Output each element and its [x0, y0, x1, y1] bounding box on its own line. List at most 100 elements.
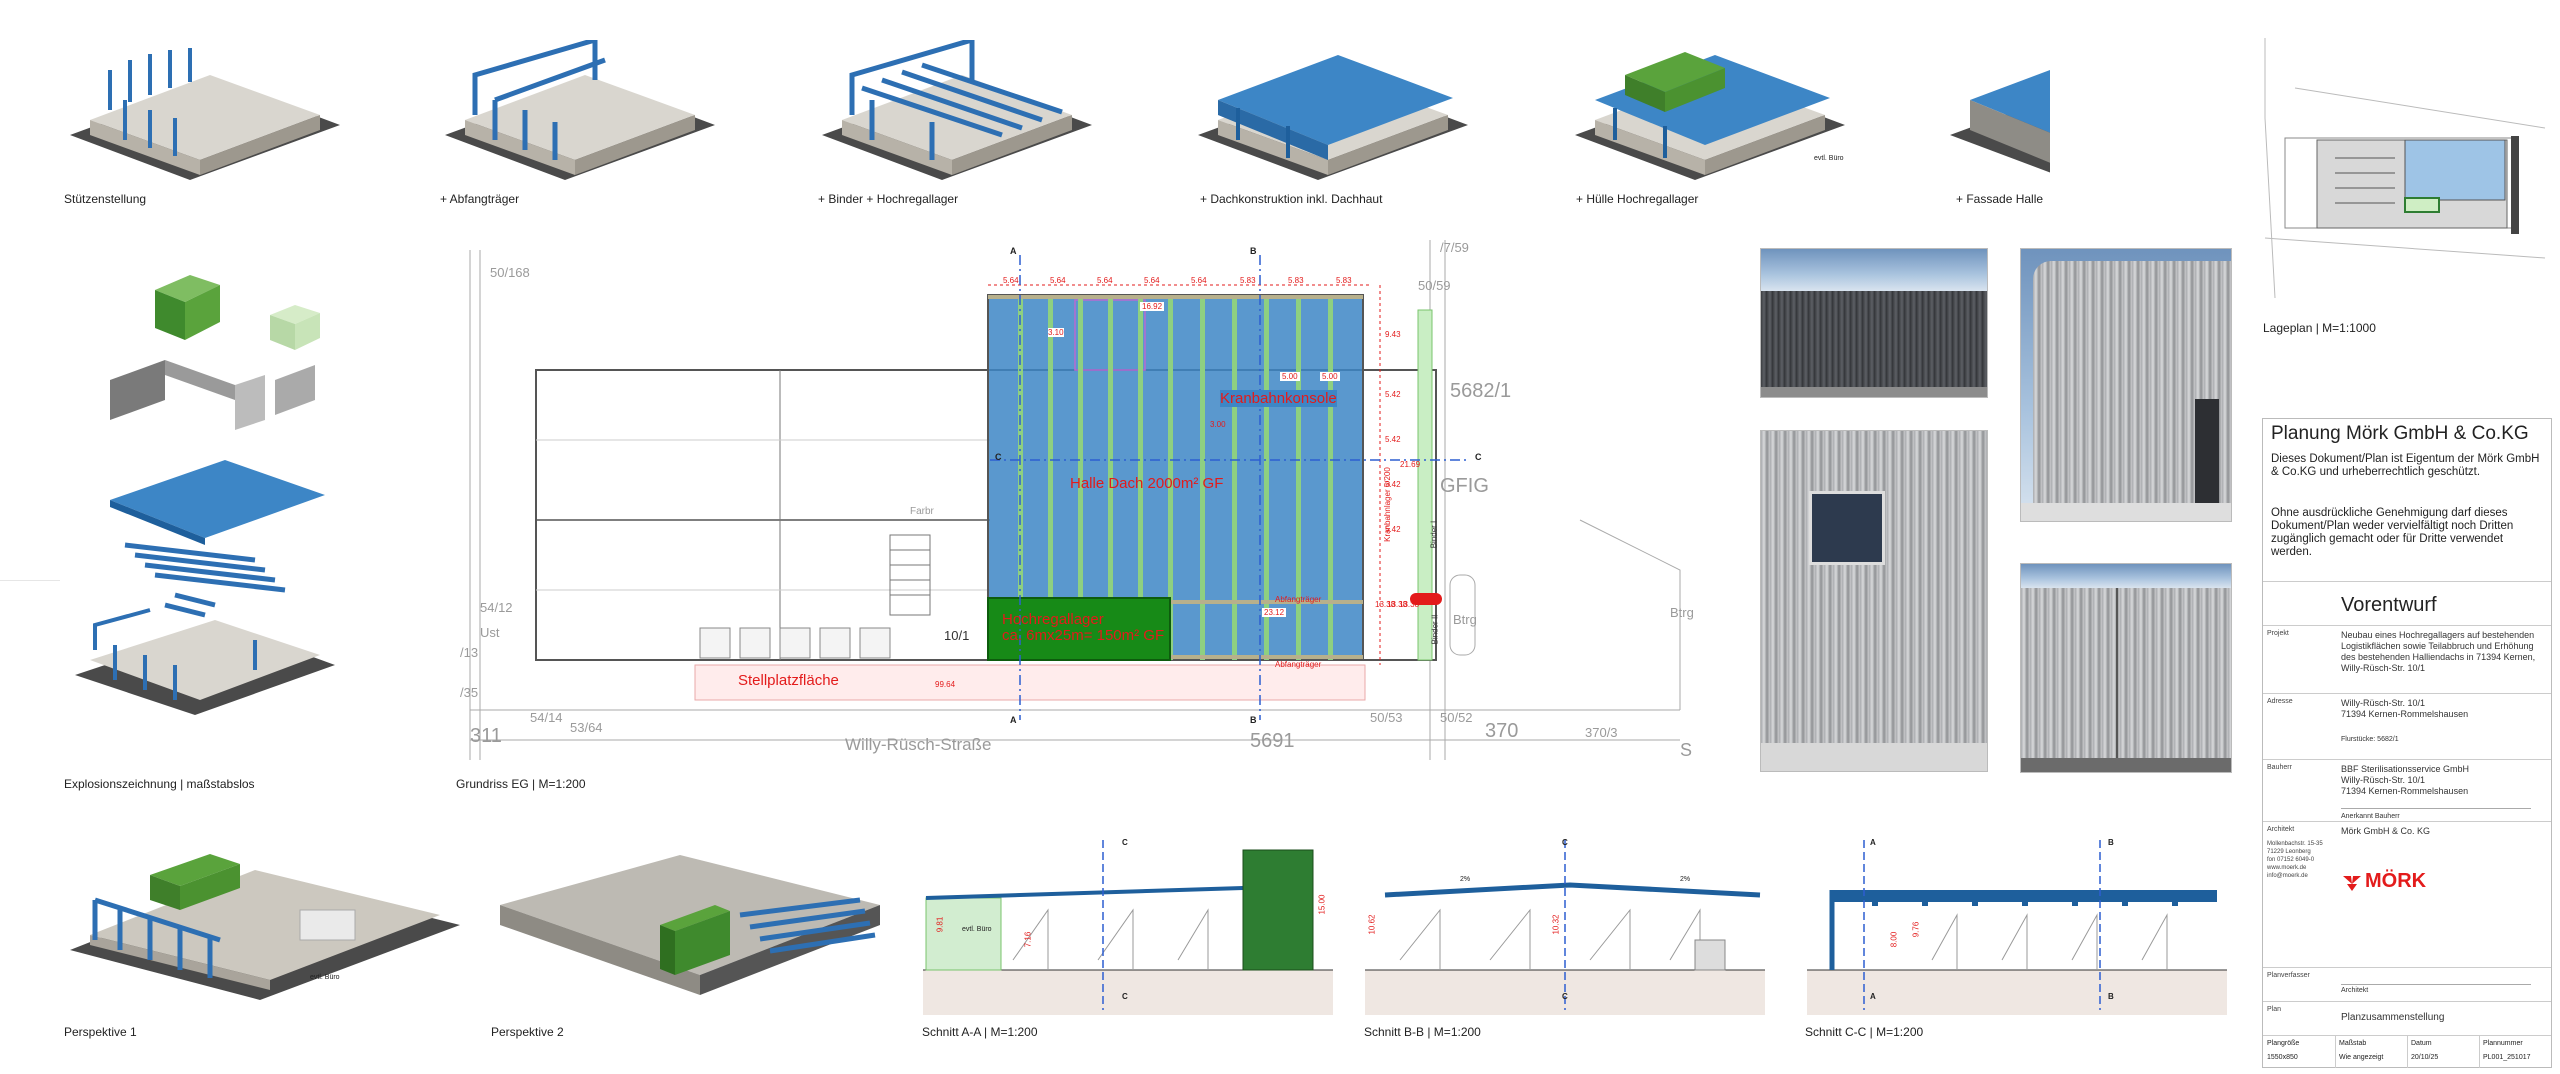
schnitt-c-c-drawing	[1807, 840, 2227, 1015]
bauherr-line-1: BBF Sterilisationsservice GmbH	[2341, 764, 2470, 774]
label-abfang-2: Abfangträger	[1275, 660, 1322, 669]
adresse-row: Adresse Willy-Rüsch-Str. 10/1 71394 Kern…	[2263, 693, 2551, 760]
parcel-label: 50/168	[490, 265, 530, 280]
architekt-label: Architekt	[2267, 826, 2295, 833]
dim-top: 5.64	[1097, 276, 1113, 285]
bauherr-label: Bauherr	[2267, 764, 2292, 771]
arch-addr-line: info@moerk.de	[2267, 873, 2308, 879]
dim-misc: 16.92	[1140, 302, 1165, 311]
parcel-label: 54/12	[480, 600, 513, 615]
parcel-label: S	[1680, 740, 1693, 760]
caption-schnitt-c-c: Schnitt C-C | M=1:200	[1805, 1025, 1924, 1039]
adresse-label: Adresse	[2267, 698, 2293, 705]
architekt-address: Mollenbachstr. 15-35 71229 Leonberg fon …	[2267, 840, 2323, 880]
dim-right: 5.42	[1385, 390, 1401, 399]
label-binder-2: Binder II	[1430, 614, 1440, 645]
photo-facade-1	[1760, 248, 1988, 398]
fields-row: Plangröße 1550x850 Maßstab Wie angezeigt…	[2263, 1035, 2551, 1068]
field-label: Datum	[2411, 1040, 2432, 1047]
label-hochregallager: Hochregallager ca. 6mx25m= 150m² GF	[1002, 612, 1164, 644]
architekt-row: Architekt Mörk GmbH & Co. KG Mollenbachs…	[2263, 821, 2551, 942]
parcel-label: Ust	[480, 625, 500, 640]
arch-addr-line: Mollenbachstr. 15-35	[2267, 841, 2323, 847]
section-mark: A	[1870, 992, 1876, 1001]
field-label: Plangröße	[2267, 1040, 2300, 1047]
plan-value: Planzusammenstellung	[2341, 1012, 2445, 1023]
dim-top: 5.64	[1144, 276, 1160, 285]
section-mark: A	[1010, 246, 1017, 256]
label-halle-dach: Halle Dach 2000m² GF	[1070, 475, 1224, 492]
caption-explosion: Explosionszeichnung | maßstabslos	[64, 777, 255, 791]
anerkannt-bauherr: Anerkannt Bauherr	[2341, 808, 2531, 822]
step-diagram-row	[70, 40, 2050, 180]
moerk-logo: MÖRK	[2341, 870, 2426, 893]
dim-right: 5.42	[1385, 480, 1401, 489]
schnitt-a-a-drawing	[923, 840, 1333, 1015]
section-mark: C	[1475, 452, 1482, 462]
note-evtl-buero: evtl. Büro	[1814, 155, 1844, 162]
dim-top: 5.64	[1003, 276, 1019, 285]
perspektive-1-drawing	[70, 854, 460, 1000]
arch-addr-line: www.moerk.de	[2267, 865, 2307, 871]
parcel-label: /13	[460, 645, 479, 660]
step-1-columns	[70, 48, 340, 180]
architekt-sign-label: Architekt	[2341, 984, 2531, 996]
dim-misc: 5.00	[1280, 372, 1300, 381]
section-mark: C	[1562, 838, 1568, 847]
lageplan-drawing	[2264, 38, 2546, 299]
projekt-label: Projekt	[2267, 630, 2289, 637]
caption-step-2: + Abfangträger	[440, 192, 520, 206]
label-stellplatz: Stellplatzfläche	[738, 672, 839, 689]
arch-addr-line: fon 07152 6049-0	[2267, 857, 2315, 863]
dim-misc: 3.00	[1210, 420, 1226, 429]
planverfasser-row: Planverfasser Architekt	[2263, 967, 2551, 994]
section-dim: 7.16	[1023, 931, 1033, 948]
caption-lageplan: Lageplan | M=1:1000	[2263, 321, 2376, 335]
plan-stage: Vorentwurf	[2341, 594, 2437, 616]
caption-schnitt-a-a: Schnitt A-A | M=1:200	[922, 1025, 1038, 1039]
plan-label: Plan	[2267, 1006, 2282, 1013]
field-divider	[2479, 1036, 2480, 1068]
section-mark: B	[2108, 992, 2114, 1001]
dim-right: 13.38	[1387, 600, 1408, 609]
dim-right: 5.42	[1385, 525, 1401, 534]
parcel-label: 53/64	[570, 720, 603, 735]
field-divider	[2407, 1036, 2408, 1068]
parcel-label: Btrg	[1453, 612, 1477, 627]
step-6-fassade	[1950, 70, 2050, 173]
section-mark: B	[2108, 838, 2114, 847]
adresse-line-2: 71394 Kernen-Rommelshausen	[2341, 709, 2469, 719]
architekt-value: Mörk GmbH & Co. KG	[2341, 826, 2431, 836]
parcel-label: Farbr	[910, 506, 934, 517]
parcel-label: 370	[1485, 720, 1519, 742]
caption-grundriss: Grundriss EG | M=1:200	[456, 777, 586, 791]
parcel-label: 370/3	[1585, 725, 1618, 740]
section-mark: B	[1250, 715, 1257, 725]
parcel-label: 50/59	[1418, 278, 1451, 293]
dim-misc: 23.12	[1262, 608, 1287, 617]
grundriss-lines	[469, 240, 1681, 760]
section-dim: 9.81	[935, 916, 945, 933]
section-dim: 10.32	[1551, 914, 1561, 935]
section-mark: C	[1122, 992, 1128, 1001]
field-value: 1550x850	[2267, 1054, 2298, 1061]
dim-top: 5.64	[1191, 276, 1207, 285]
company-name: Planung Mörk GmbH & Co.KG	[2271, 423, 2529, 444]
dim-top: 5.83	[1288, 276, 1304, 285]
step-3-binder	[822, 40, 1092, 180]
dim-right: 21.69	[1400, 460, 1421, 469]
photo-facade-window	[1760, 430, 1988, 772]
explosion-drawing	[75, 275, 335, 715]
caption-step-6: + Fassade Halle	[1956, 192, 2044, 206]
section-dim: 9.76	[1911, 921, 1921, 938]
projekt-row: Projekt Neubau eines Hochregallagers auf…	[2263, 625, 2551, 694]
hochregal-line-1: Hochregallager	[1002, 611, 1104, 628]
dim-right: 9.43	[1385, 330, 1401, 339]
plan-row: Plan Planzusammenstellung	[2263, 1001, 2551, 1036]
section-slope: 2%	[1460, 876, 1471, 883]
caption-step-3: + Binder + Hochregallager	[818, 192, 959, 206]
label-abfang-1: Abfangträger	[1275, 595, 1322, 604]
projekt-value: Neubau eines Hochregallagers auf bestehe…	[2341, 630, 2536, 673]
caption-step-5: + Hülle Hochregallager	[1576, 192, 1699, 206]
step-5-huelle	[1575, 52, 1845, 180]
